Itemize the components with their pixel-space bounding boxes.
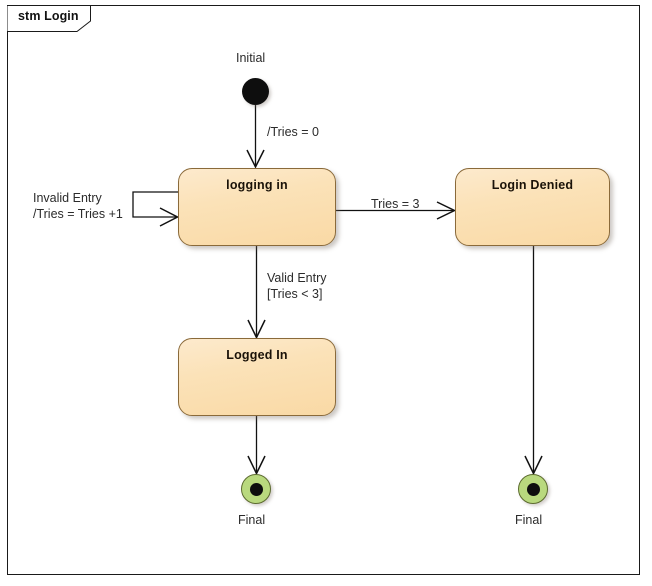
transition-label-invalid-entry-line1: Invalid Entry <box>33 191 102 205</box>
state-login-denied[interactable]: Login Denied <box>455 168 610 246</box>
frame-name-tab <box>7 5 91 32</box>
state-login-denied-title: Login Denied <box>491 178 574 192</box>
frame-label: stm Login <box>18 9 79 23</box>
transition-label-valid-entry-line2: [Tries < 3] <box>267 287 323 301</box>
transition-label-invalid-entry: Invalid Entry /Tries = Tries +1 <box>33 190 123 222</box>
state-logging-in[interactable]: logging in <box>178 168 336 246</box>
final-state-left-label: Final <box>238 513 266 527</box>
initial-pseudostate-node[interactable] <box>242 78 269 105</box>
transition-label-valid-entry: Valid Entry [Tries < 3] <box>267 270 327 302</box>
transition-label-invalid-entry-line2: /Tries = Tries +1 <box>33 207 123 221</box>
state-logging-in-title: logging in <box>226 178 288 192</box>
state-logged-in-title: Logged In <box>226 348 288 362</box>
transition-label-valid-entry-line1: Valid Entry <box>267 271 327 285</box>
final-state-right-label: Final <box>515 513 543 527</box>
state-logged-in[interactable]: Logged In <box>178 338 336 416</box>
initial-node-label: Initial <box>236 51 266 65</box>
transition-label-tries-three: Tries = 3 <box>371 197 420 211</box>
transition-label-tries-zero: /Tries = 0 <box>267 125 319 139</box>
final-state-node-left[interactable] <box>241 474 271 504</box>
final-state-node-right[interactable] <box>518 474 548 504</box>
